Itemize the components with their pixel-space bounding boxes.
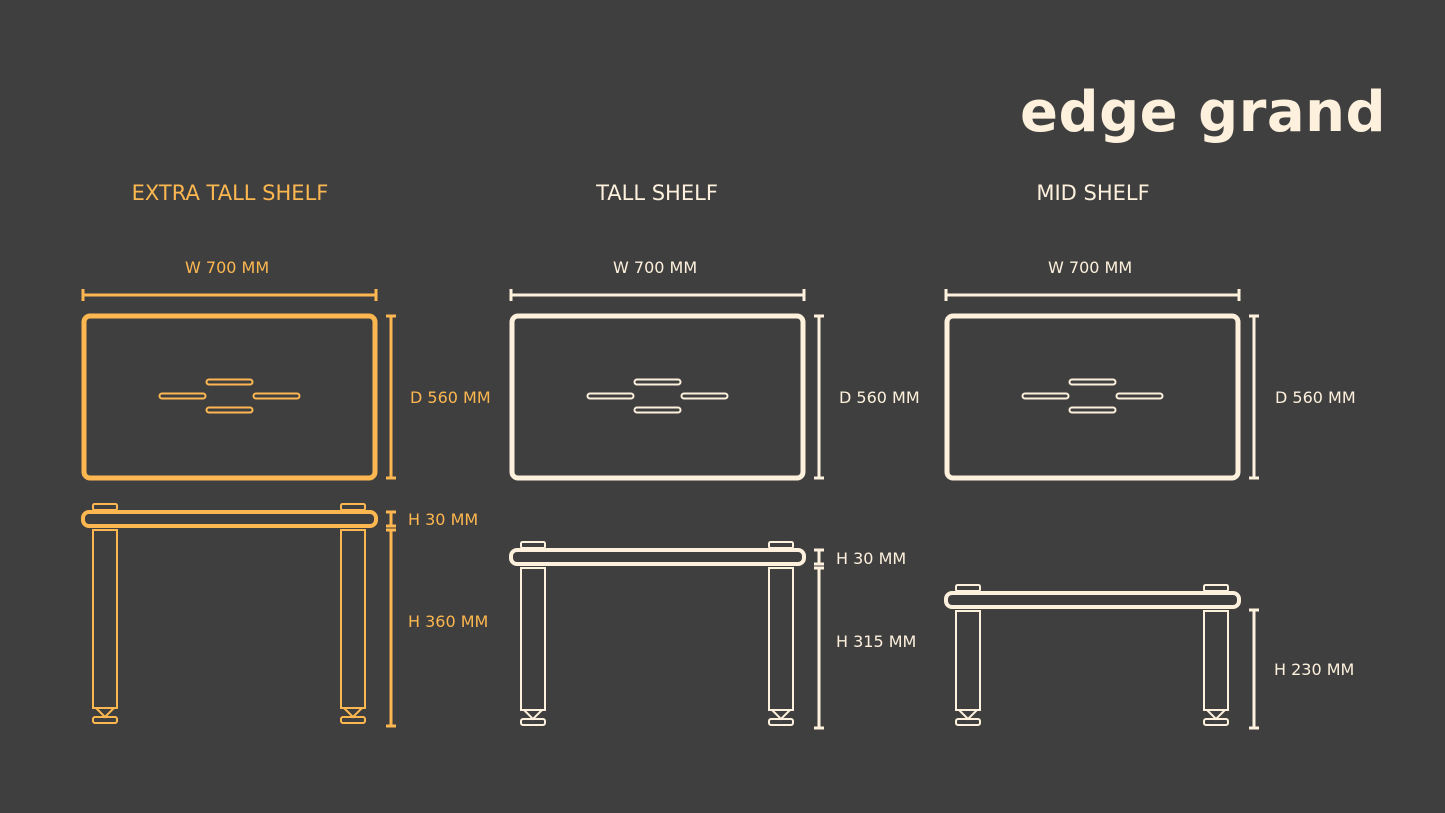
width-label: W 700 MM	[613, 258, 698, 277]
brand-logo: edge grand	[1020, 80, 1387, 145]
leg-height-label: H 315 MM	[836, 632, 917, 651]
shelf-title: EXTRA TALL SHELF	[131, 181, 329, 205]
leg-height-label: H 360 MM	[408, 612, 489, 631]
top-height-label: H 30 MM	[836, 549, 907, 568]
shelf-title: TALL SHELF	[596, 181, 718, 205]
leg-height-label: H 230 MM	[1274, 660, 1355, 679]
width-label: W 700 MM	[1048, 258, 1133, 277]
depth-label: D 560 MM	[1275, 388, 1356, 407]
width-label: W 700 MM	[185, 258, 270, 277]
depth-label: D 560 MM	[410, 388, 491, 407]
depth-label: D 560 MM	[839, 388, 920, 407]
top-height-label: H 30 MM	[408, 510, 479, 529]
shelf-title: MID SHELF	[1036, 181, 1150, 205]
